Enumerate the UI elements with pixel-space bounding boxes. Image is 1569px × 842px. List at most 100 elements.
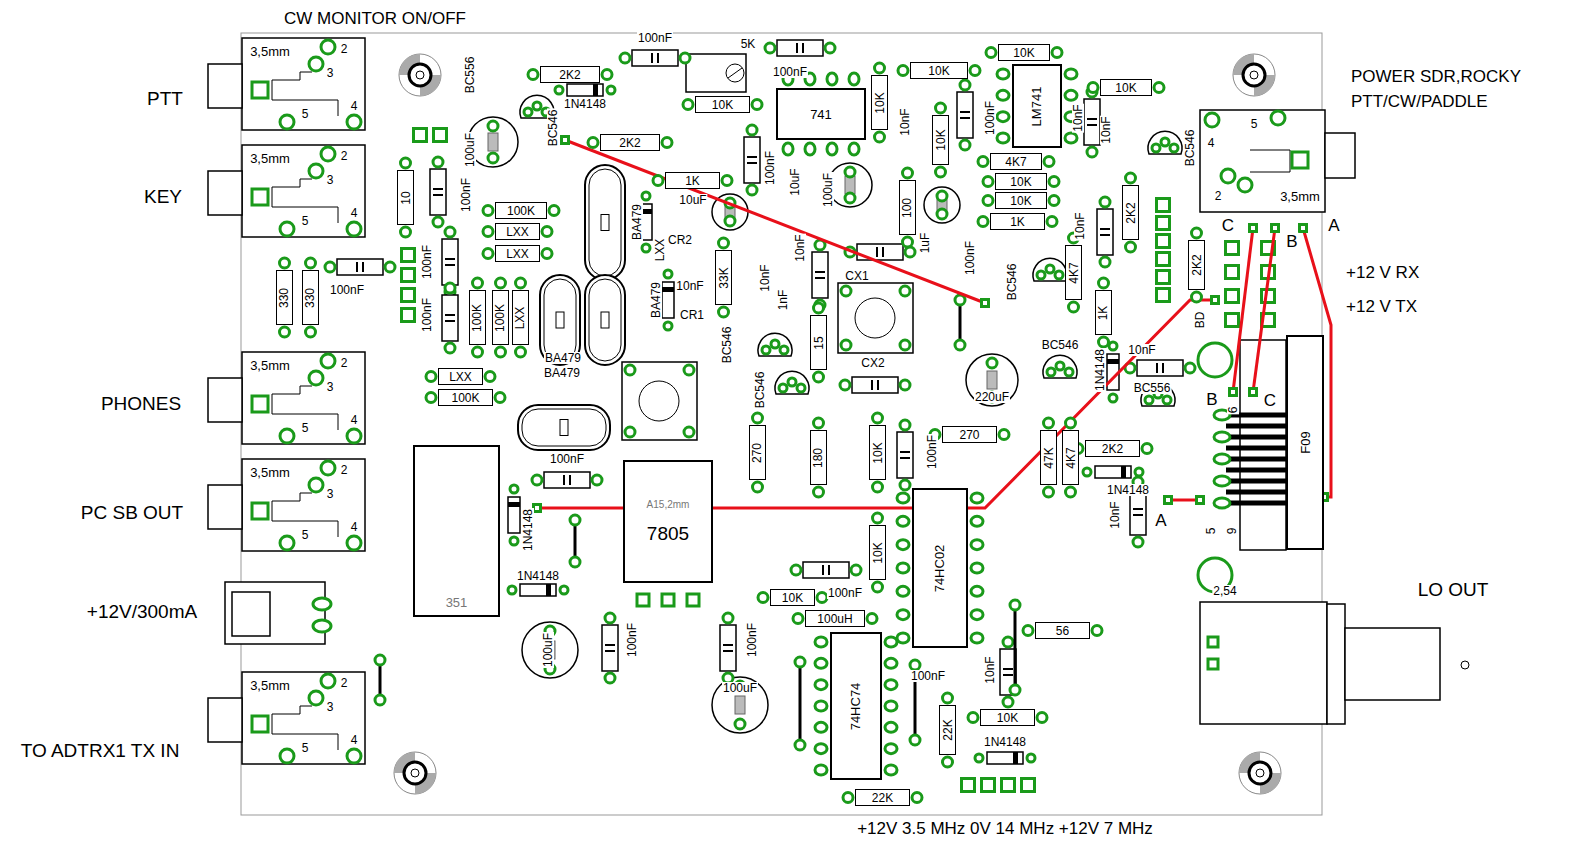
port-label: PHONES <box>100 394 182 413</box>
resistor-box: 100uH <box>805 610 865 627</box>
solder-pad <box>975 754 983 762</box>
solder-pad <box>1049 177 1059 187</box>
port-label: CW MONITOR ON/OFF <box>283 10 467 27</box>
solder-pad <box>321 354 335 368</box>
part-value: 10K <box>935 129 947 150</box>
solder-pad <box>1135 468 1143 476</box>
solder-pad <box>1044 157 1054 167</box>
part-value: 2K2 <box>1102 443 1123 455</box>
resistor-box: 2K2 <box>600 134 660 151</box>
part-value: LXX <box>506 248 529 260</box>
diode-band <box>508 502 520 507</box>
solder-pad <box>1126 242 1136 252</box>
solder-pad <box>1003 637 1013 647</box>
capacitor-outline <box>957 92 973 138</box>
solder-pad <box>401 158 411 168</box>
solder-pad <box>321 461 335 475</box>
mounting-hole <box>399 54 441 96</box>
port-label: B <box>1285 233 1298 250</box>
capacitor-outline <box>897 432 913 478</box>
coil-can <box>622 362 697 440</box>
oval-pad <box>313 620 331 632</box>
part-value: 270 <box>752 442 764 462</box>
square-pad <box>962 779 975 792</box>
db9-pin <box>1226 501 1286 506</box>
solder-pad <box>722 176 732 186</box>
square-pad <box>1208 659 1218 669</box>
capacitor-plate <box>1003 674 1013 676</box>
part-value: 15 <box>812 336 824 349</box>
solder-pad <box>1163 396 1171 404</box>
port-label: C <box>1221 217 1235 234</box>
part-label: 100nF <box>926 434 938 470</box>
capacitor-plate <box>433 188 443 190</box>
resistor-box: 1K <box>1095 290 1112 335</box>
electrolytic-capacitor <box>966 354 1018 406</box>
jack-contour <box>272 493 312 501</box>
capacitor-plate <box>828 565 830 575</box>
solder-pad <box>978 217 988 227</box>
solder-pad <box>306 327 316 337</box>
square-pad <box>1157 235 1170 248</box>
transistor-outline <box>775 371 809 394</box>
solder-pad <box>1271 111 1285 125</box>
solder-pad <box>1192 228 1202 238</box>
resistor-box: 10K <box>995 192 1047 209</box>
capacitor-plate <box>445 314 455 316</box>
pin-number: 4 <box>350 207 359 219</box>
diode-body <box>1095 466 1131 478</box>
solder-pad <box>780 346 788 354</box>
electrolytic-capacitor <box>522 622 578 678</box>
pin-number: 4 <box>350 100 359 112</box>
solder-pad <box>642 192 650 200</box>
square-pad <box>1250 225 1257 232</box>
port-label: A <box>1154 512 1167 529</box>
part-value: 100uH <box>817 613 852 625</box>
part-label: 100nF <box>329 284 365 296</box>
square-pad <box>252 396 268 412</box>
solder-pad <box>1099 278 1109 288</box>
part-value: 22K <box>872 792 893 804</box>
solder-pad <box>814 372 824 382</box>
pin-number: 3 <box>326 381 335 393</box>
part-label: 100nF <box>910 670 946 682</box>
part-value: 10K <box>1010 195 1031 207</box>
capacitor-plate <box>876 247 878 257</box>
diode-body <box>520 584 556 596</box>
part-label: CR1 <box>679 309 705 321</box>
part-label: 10nF <box>794 233 806 262</box>
bnc-body <box>1200 602 1327 724</box>
solder-pad <box>900 420 910 430</box>
solder-pad <box>937 191 947 201</box>
bnc-pin <box>1461 661 1469 669</box>
capacitor-plate <box>747 162 757 164</box>
hole-ring <box>404 762 426 784</box>
pin-number: 2 <box>1214 190 1223 202</box>
solder-pad <box>1027 754 1035 762</box>
crystal-inner <box>522 409 606 446</box>
oval-pad <box>885 701 897 711</box>
part-label: BA479 <box>544 352 582 364</box>
oval-pad <box>997 90 1009 100</box>
solder-pad <box>309 478 323 492</box>
resistor-box: 10K <box>980 709 1035 726</box>
mounting-hole <box>1233 54 1275 96</box>
resistor-box: 2K2 <box>540 66 600 83</box>
db9-pin <box>1226 435 1286 440</box>
jack-plug <box>208 171 242 215</box>
trimmer-pot <box>686 54 746 92</box>
solder-pad <box>1092 626 1102 636</box>
solder-pad <box>719 307 729 317</box>
part-label: 100uF <box>822 172 834 208</box>
solder-pad <box>620 53 630 63</box>
resistor-box: 10K <box>998 44 1050 61</box>
solder-pad <box>825 43 835 53</box>
capacitor-plate <box>356 262 358 272</box>
solder-pad <box>762 346 770 354</box>
part-value: 7805 <box>647 524 689 543</box>
part-label: 100nF <box>746 622 758 658</box>
square-pad <box>1230 389 1237 396</box>
part-label: 10nF <box>1127 344 1156 356</box>
solder-pad <box>496 347 506 357</box>
square-pad <box>1157 199 1170 212</box>
